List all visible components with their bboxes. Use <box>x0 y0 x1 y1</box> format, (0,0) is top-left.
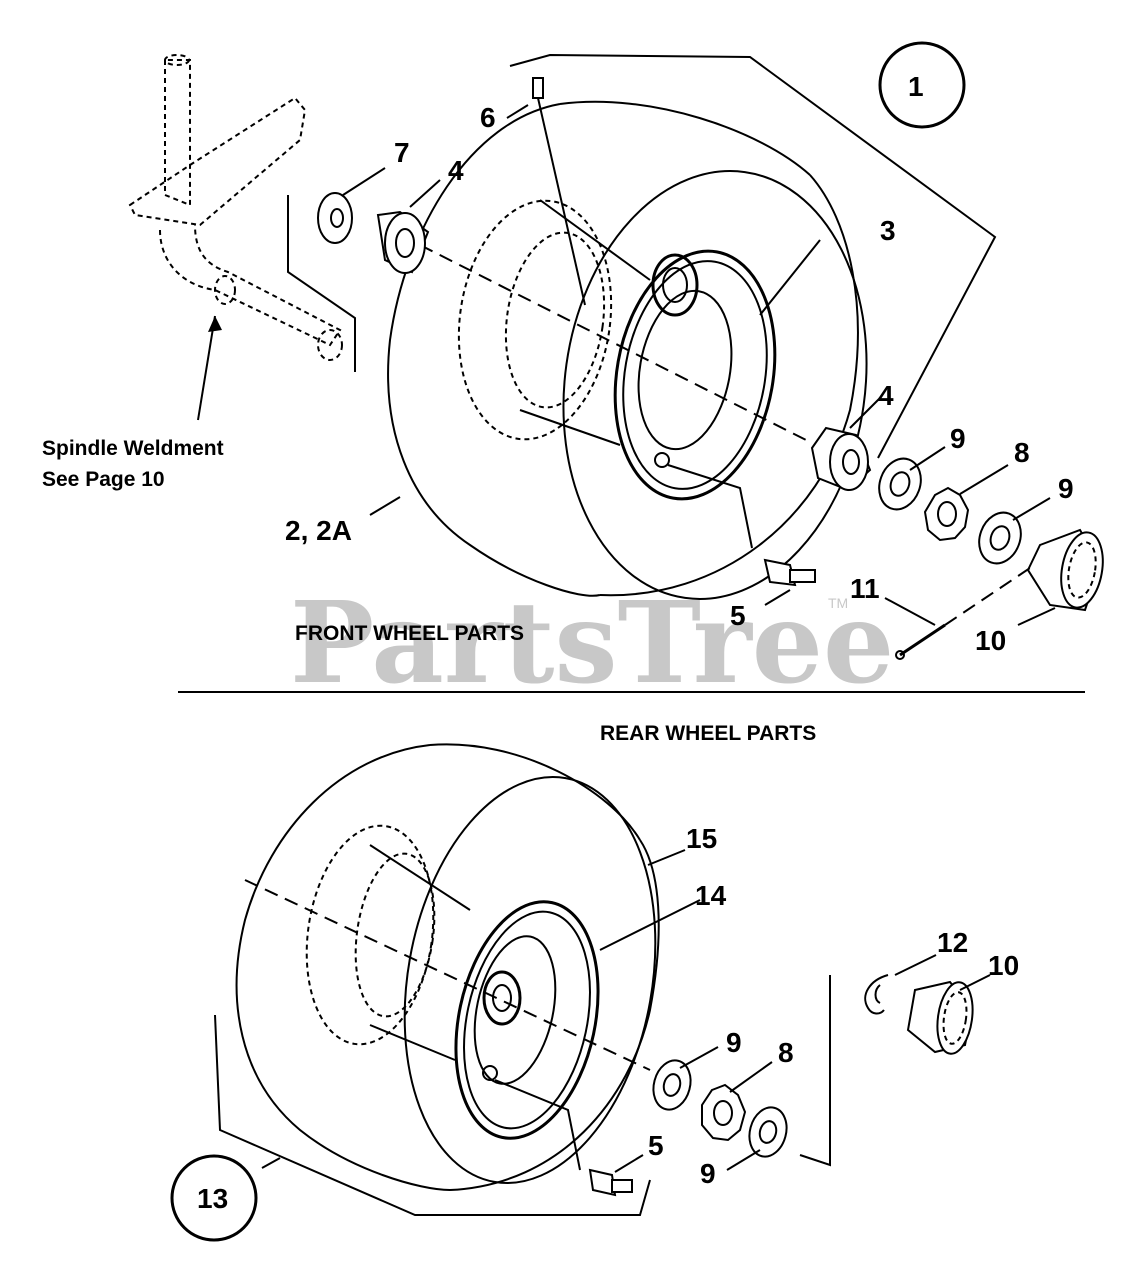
front-spacer-bracket <box>287 195 356 372</box>
rear-part-9-washer-a <box>652 1059 692 1111</box>
spindle-note-line2: See Page 10 <box>42 468 165 491</box>
callout-5-front: 5 <box>730 600 746 631</box>
front-section-title: FRONT WHEEL PARTS <box>295 622 524 645</box>
part-8-lock-washer <box>923 486 970 542</box>
callout-circle-1 <box>878 41 966 129</box>
callout-bracket-1 <box>509 53 997 459</box>
callout-11: 11 <box>850 573 880 604</box>
rear-labels: 15 14 12 10 9 8 5 9 13 <box>197 823 1019 1214</box>
part-7-washer <box>317 192 353 244</box>
callout-10-rear: 10 <box>988 950 1019 981</box>
rear-part-10-cap <box>906 980 974 1055</box>
callout-8-front: 8 <box>1014 437 1030 468</box>
callout-1: 1 <box>908 71 924 102</box>
front-axle-centerline <box>419 244 811 443</box>
rear-part-5-valve-stem <box>494 1079 633 1197</box>
rear-section-title: REAR WHEEL PARTS <box>600 722 816 745</box>
watermark-tm: TM <box>828 595 848 611</box>
callout-5-rear: 5 <box>648 1130 664 1161</box>
callout-4-outer: 4 <box>878 380 894 411</box>
callout-9-rear-a: 9 <box>726 1027 742 1058</box>
callout-13: 13 <box>197 1183 228 1214</box>
callout-4-inner: 4 <box>448 155 464 186</box>
rear-wheel-assembly <box>170 743 991 1242</box>
rear-part-8-lock-washer <box>701 1083 747 1142</box>
callout-9-front-b: 9 <box>1058 473 1074 504</box>
front-rim <box>613 249 777 501</box>
front-labels: 1 6 7 4 3 4 9 8 9 2, 2A 5 11 10 Spindle … <box>42 71 1074 656</box>
callout-14: 14 <box>695 880 727 911</box>
part-9-washer-b <box>978 511 1022 565</box>
part-5-valve-stem <box>667 464 816 587</box>
callout-circle-13 <box>170 1154 258 1242</box>
spindle-note-line1: Spindle Weldment <box>42 437 224 460</box>
part-10-cap <box>1026 528 1104 612</box>
rear-part-12-clip <box>864 974 889 1015</box>
callout-10-front: 10 <box>975 625 1006 656</box>
rear-part-9-washer-b <box>748 1106 788 1158</box>
callout-6: 6 <box>480 102 496 133</box>
rear-tire <box>235 743 660 1191</box>
callout-15: 15 <box>686 823 717 854</box>
watermark-text: PartsTree <box>290 578 894 709</box>
callout-9-front-a: 9 <box>950 423 966 454</box>
part-6-fitting <box>532 77 586 306</box>
rear-rim <box>454 900 600 1140</box>
callout-7: 7 <box>394 137 410 168</box>
part-4-spacer-outer <box>810 426 872 492</box>
part-4-spacer-inner <box>376 210 430 274</box>
part-11-pin <box>895 567 1031 660</box>
watermark: PartsTree TM <box>290 578 894 709</box>
front-leaders <box>342 104 1056 626</box>
rear-axle-centerline <box>244 879 651 1071</box>
callout-3: 3 <box>880 215 896 246</box>
spindle-weldment <box>128 54 343 421</box>
callout-9-rear-b: 9 <box>700 1158 716 1189</box>
front-wheel-assembly <box>128 41 1104 660</box>
rear-leaders <box>261 849 991 1173</box>
callout-2-2a: 2, 2A <box>285 515 352 546</box>
callout-8-rear: 8 <box>778 1037 794 1068</box>
part-9-washer-a <box>878 457 922 511</box>
callout-bracket-13 <box>214 1014 651 1216</box>
front-tire <box>387 100 868 600</box>
callout-12: 12 <box>937 927 968 958</box>
rear-hardware-bracket <box>799 975 831 1167</box>
